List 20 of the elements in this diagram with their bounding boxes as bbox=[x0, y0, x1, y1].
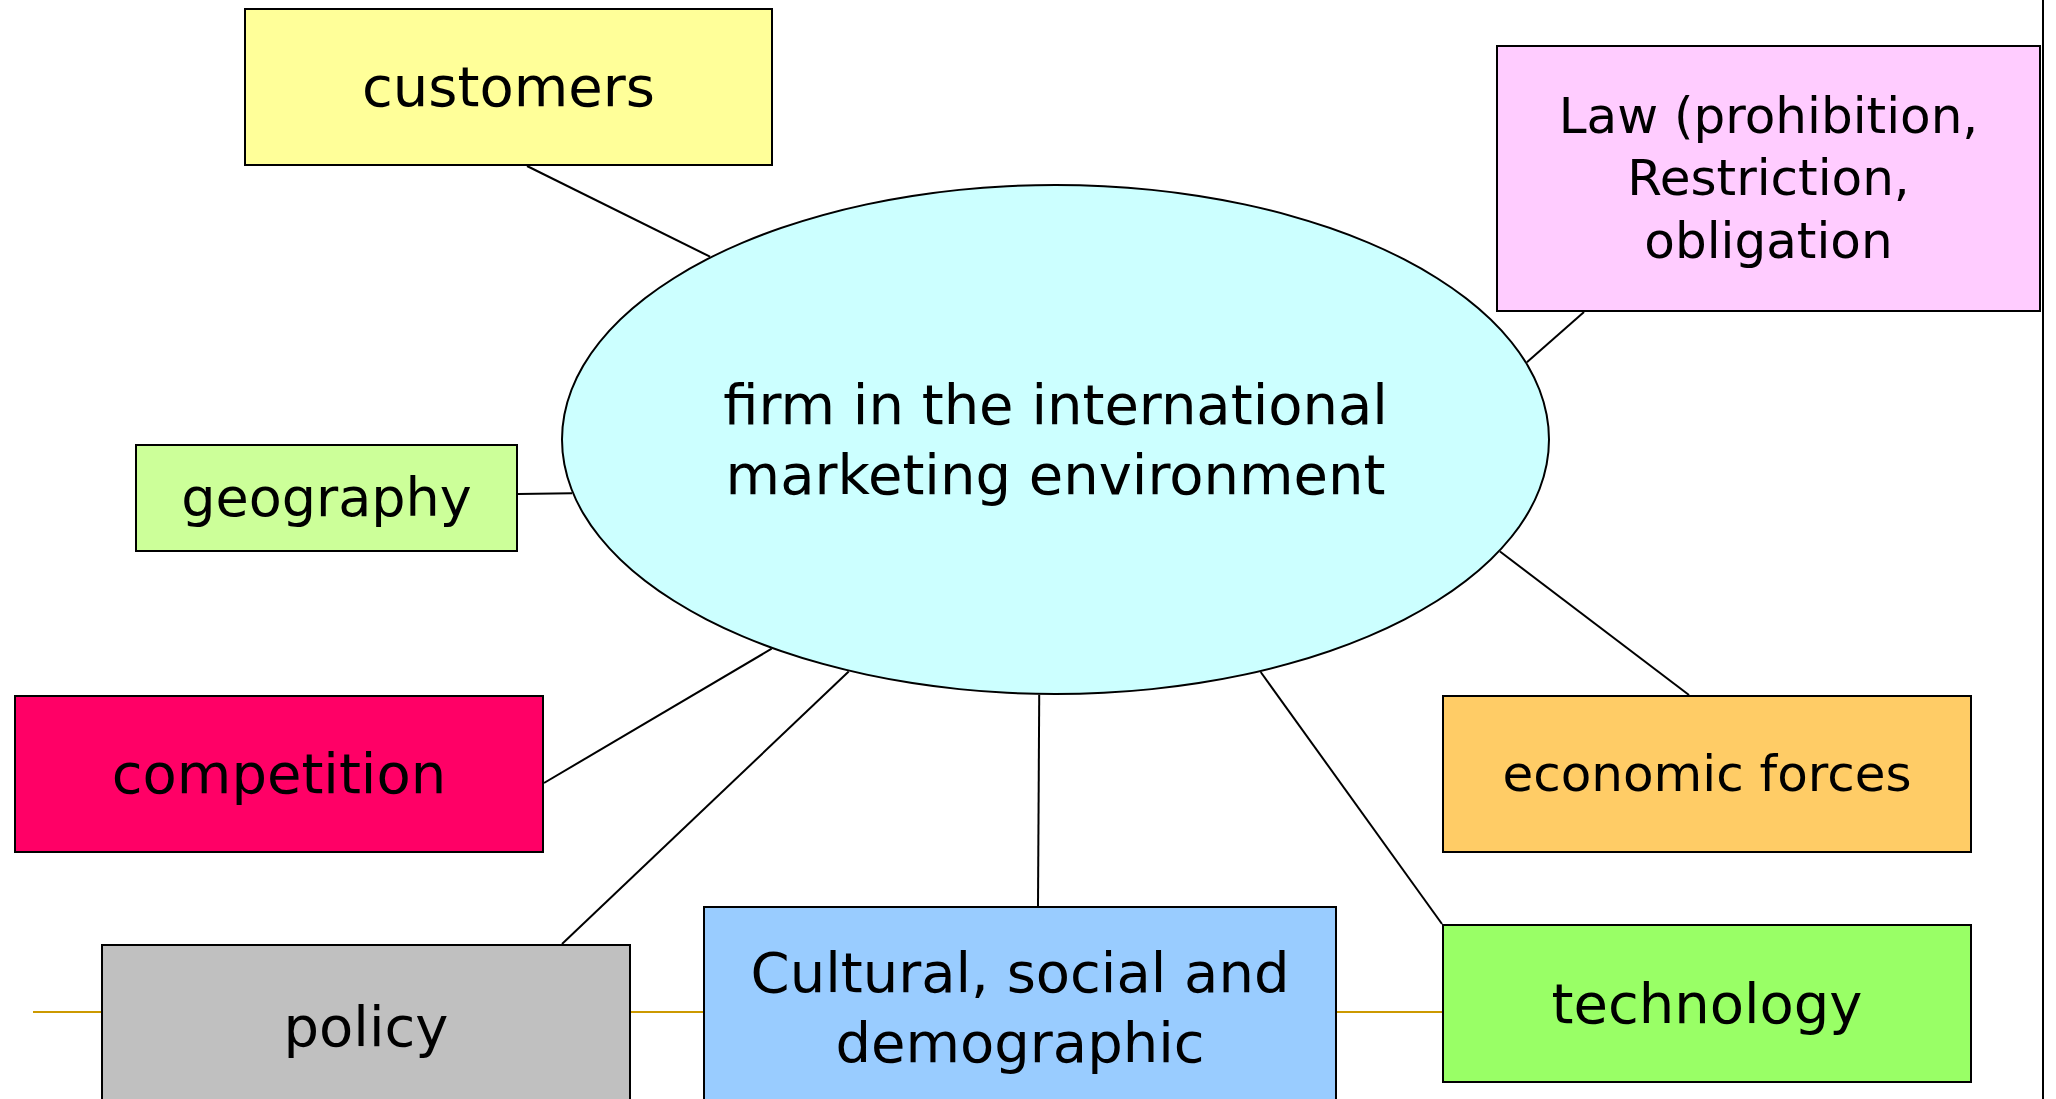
factor-box: economic forces bbox=[1442, 695, 1972, 853]
connector-line bbox=[1525, 311, 1585, 364]
factor-box: Cultural, social and demographic bbox=[703, 906, 1337, 1099]
connector-line bbox=[1037, 693, 1041, 907]
factor-box: technology bbox=[1442, 924, 1972, 1083]
factor-box: Law (prohibition, Restriction, obligation bbox=[1496, 45, 2041, 312]
connector-line bbox=[1336, 1011, 1443, 1013]
factor-box: policy bbox=[101, 944, 631, 1099]
connector-line bbox=[561, 670, 850, 945]
connector-line bbox=[1499, 550, 1690, 696]
factor-box: customers bbox=[244, 8, 773, 166]
connector-line bbox=[630, 1011, 704, 1013]
connector-line bbox=[32, 1011, 102, 1013]
factor-box: competition bbox=[14, 695, 544, 853]
connector-line bbox=[543, 647, 773, 784]
factor-box: geography bbox=[135, 444, 518, 552]
connector-line bbox=[1259, 670, 1443, 925]
connector-line bbox=[517, 492, 574, 495]
central-ellipse: firm in the international marketing environment bbox=[561, 184, 1550, 695]
connector-line bbox=[526, 165, 711, 258]
